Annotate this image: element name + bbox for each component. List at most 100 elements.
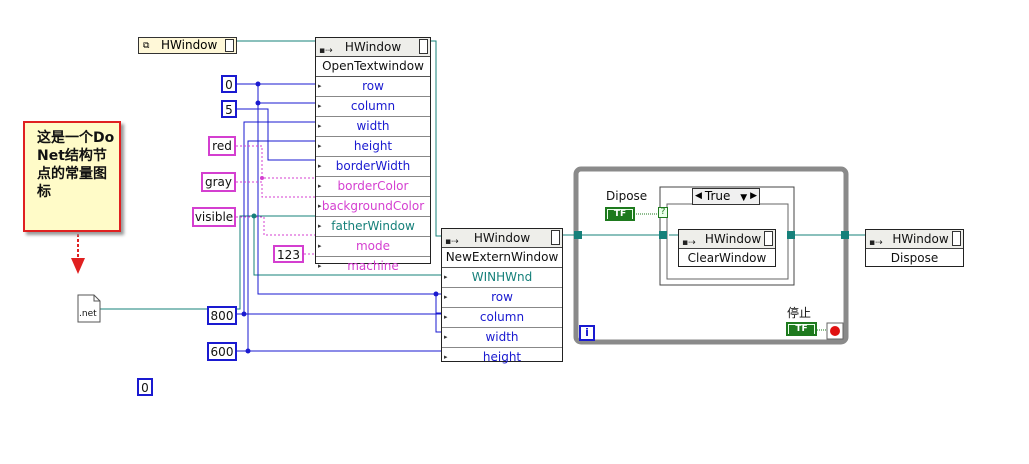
class-corner-icon: [419, 39, 428, 54]
param-backgroundcolor[interactable]: ▸backgroundColor: [316, 197, 430, 217]
input-arrow-icon: ▸: [444, 353, 448, 361]
param-width[interactable]: ▸width: [442, 328, 562, 348]
refnum-corner-icon: [225, 39, 234, 52]
param-bordercolor[interactable]: ▸ borderColor: [316, 177, 430, 197]
prev-case-icon[interactable]: ◀: [695, 191, 702, 201]
param-column[interactable]: ▸column: [442, 308, 562, 328]
param-height[interactable]: ▸ height: [316, 137, 430, 157]
node-header: ▪⇢ HWindow: [316, 38, 430, 57]
wire-600-height: [236, 140, 316, 352]
next-case-icon[interactable]: ▶: [750, 191, 757, 201]
input-arrow-icon: ▸: [318, 82, 322, 90]
param-height[interactable]: ▸ height: [442, 348, 562, 367]
dispose-node[interactable]: ▪⇢ HWindow Dispose: [865, 229, 964, 267]
wire-father-to-winhwnd: [253, 216, 442, 276]
node-header: ▪⇢ HWindow: [679, 230, 775, 249]
input-arrow-icon: ▸: [318, 182, 322, 190]
param-label: height: [353, 139, 393, 153]
wire-refnum-to-extern: [430, 40, 442, 237]
param-row[interactable]: ▸row: [442, 288, 562, 308]
param-borderwidth[interactable]: ▸ borderWidth: [316, 157, 430, 177]
node-method[interactable]: ClearWindow: [687, 251, 767, 265]
stop-icon: [830, 326, 840, 336]
callout-note: 这是一个DoNet结构节点的常量图标: [23, 121, 121, 232]
wire-800-width: [236, 121, 316, 315]
junction-dot: [433, 291, 439, 297]
const-123[interactable]: 123: [273, 245, 304, 263]
node-method[interactable]: NewExternWindow: [442, 248, 562, 268]
param-label: mode: [355, 239, 391, 253]
stop-boolean-control[interactable]: TF: [786, 322, 817, 336]
wire-visible-mode: [236, 216, 316, 236]
node-header: ▪⇢ HWindow: [442, 229, 562, 248]
junction-dot: [255, 81, 261, 87]
param-width[interactable]: ▸ width: [316, 117, 430, 137]
string-visible[interactable]: visible: [192, 207, 236, 227]
const-600[interactable]: 600: [207, 342, 237, 361]
loop-tunnel-left: [574, 231, 582, 239]
junction-dot: [245, 348, 251, 354]
case-tunnel-left: [659, 231, 667, 239]
callout-text: 这是一个DoNet结构节点的常量图标: [37, 130, 115, 200]
case-selector[interactable]: ◀ True ▼ ▶: [692, 188, 760, 205]
wire-gray-bg-color: [236, 181, 316, 198]
input-arrow-icon: ▸: [444, 313, 448, 321]
param-column[interactable]: ▸column: [316, 97, 430, 117]
input-arrow-icon: ▸: [444, 273, 448, 281]
class-corner-icon: [551, 230, 560, 245]
clear-window-node[interactable]: ▪⇢ HWindow ClearWindow: [678, 229, 776, 267]
input-arrow-icon: ▸: [444, 293, 448, 301]
input-arrow-icon: ▸: [444, 333, 448, 341]
wire-net-to-father: [100, 215, 316, 310]
input-arrow-icon: ▸: [318, 242, 322, 250]
input-arrow-icon: ▸: [318, 262, 322, 270]
const-0-bottom[interactable]: 0: [137, 378, 153, 396]
param-mode[interactable]: ▸ mode: [316, 237, 430, 257]
input-arrow-icon: ▸: [318, 202, 322, 210]
wire-0-extern: [257, 103, 442, 314]
param-winhwnd[interactable]: ▸ WINHWnd: [442, 268, 562, 288]
new-extern-window-node[interactable]: ▪⇢ HWindow NewExternWindow ▸WINHWnd▸row▸…: [441, 228, 563, 364]
invoke-node-icon: ▪⇢: [682, 238, 696, 248]
param-label: width: [356, 119, 390, 133]
junction-dot: [255, 100, 261, 106]
junction-dot: [260, 176, 264, 180]
stop-label: 停止: [787, 306, 812, 320]
param-machine[interactable]: ▸machine: [316, 257, 430, 276]
node-method[interactable]: OpenTextwindow: [316, 57, 430, 77]
param-fatherwindow[interactable]: ▸fatherWindow: [316, 217, 430, 237]
input-arrow-icon: ▸: [318, 122, 322, 130]
string-gray[interactable]: gray: [201, 172, 236, 192]
wire-0-col: [257, 84, 316, 104]
input-arrow-icon: ▸: [318, 102, 322, 110]
dropdown-icon[interactable]: ▼: [740, 193, 748, 203]
const-0-top[interactable]: 0: [221, 75, 237, 93]
param-label: height: [482, 350, 522, 364]
refnum-constant[interactable]: ⧉ HWindow: [138, 37, 237, 54]
invoke-node-icon: ▪⇢: [445, 237, 459, 247]
param-row[interactable]: ▸row: [316, 77, 430, 97]
string-red[interactable]: red: [208, 136, 236, 156]
param-list: ▸WINHWnd▸row▸column▸width▸height: [442, 268, 562, 367]
callout-arrow-head: [71, 258, 85, 274]
param-label: borderColor: [337, 179, 409, 193]
node-header: ▪⇢ HWindow: [866, 230, 963, 249]
input-arrow-icon: ▸: [318, 162, 322, 170]
net-file-icon: [77, 294, 101, 323]
const-800[interactable]: 800: [207, 306, 237, 325]
input-arrow-icon: ▸: [318, 142, 322, 150]
param-label: borderWidth: [335, 159, 411, 173]
loop-tunnel-right: [841, 231, 849, 239]
net-icon-label: .net: [79, 309, 97, 319]
node-method[interactable]: Dispose: [890, 251, 939, 265]
const-5[interactable]: 5: [221, 100, 237, 118]
invoke-node-icon: ▪⇢: [319, 46, 333, 56]
dipose-boolean-control[interactable]: TF: [605, 207, 635, 221]
junction-dot: [241, 311, 247, 317]
case-selector-terminal: ?: [658, 207, 668, 218]
param-list: ▸row▸column▸width▸height▸borderWidth▸bor…: [316, 77, 430, 276]
wire-800-extern: [244, 313, 442, 333]
param-label: WINHWnd: [471, 270, 533, 284]
open-textwindow-node[interactable]: ▪⇢ HWindow OpenTextwindow ▸row▸column▸wi…: [315, 37, 431, 273]
param-label: fatherWindow: [331, 219, 415, 233]
